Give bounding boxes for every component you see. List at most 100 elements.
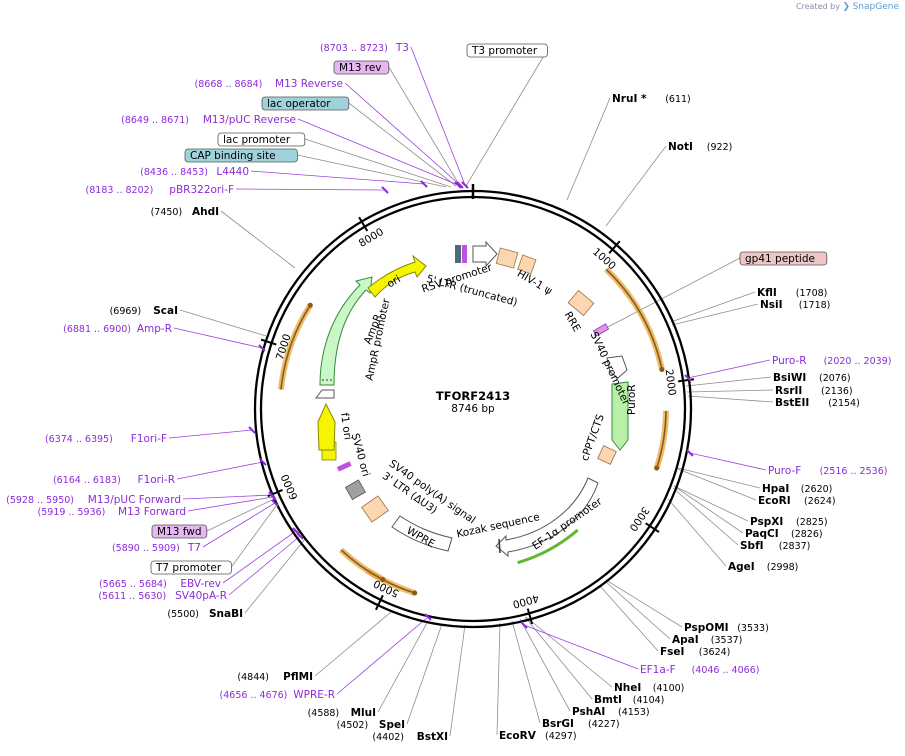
label-hiv-psi: HIV-1 ψ [515,268,554,298]
site-agei: AgeI(2998) [728,561,798,573]
primer-range: (5919 .. 5936) [38,507,106,518]
feature-puror [611,381,629,451]
site-nrui: NruI *(611) [612,93,691,105]
site-apai: ApaI(3537) [672,634,742,646]
tick-mark [260,338,277,346]
site-name: EcoRI [758,495,791,507]
site-bsrgi: BsrGI(4227) [542,718,620,730]
orf-arrowhead [380,577,386,583]
tick-mark [526,608,534,625]
primer-mark [424,613,432,621]
primer-leader [410,46,466,186]
primer-name: EBV-rev [180,578,221,590]
orf-arrowhead [659,367,665,373]
primer-name: M13 Reverse [275,78,343,90]
site-leader [685,376,772,387]
site-fsei: FseI(3624) [660,646,730,658]
primer-sv40pa-r: SV40pA-R(5611 .. 5630) [98,590,227,602]
site-position: (2154) [828,398,860,409]
primer-m13-reverse: M13 Reverse (8668 .. 8684) [195,78,343,90]
feature-box-frame [217,132,306,147]
feature-box-label: gp41 peptide [745,253,815,265]
feature-box-t7-promoter: T7 promoter [150,560,232,575]
feature-box-m13-fwd: M13 fwd [151,524,208,539]
feature-box-m13-rev: M13 rev [333,60,390,75]
site-name: BstXI [417,731,448,743]
site-leader [673,485,744,534]
label-puror: PuroR [626,384,638,415]
primer-mark [520,621,528,629]
primer-f1ori-f: F1ori-F(6374 .. 6395) [45,433,167,445]
site-bstxi: BstXI(4402) [372,731,448,743]
feature-box-frame [184,148,298,163]
primer-range: (8668 .. 8684) [195,79,263,90]
site-leader [496,622,501,736]
primer-range: (6881 .. 6900) [63,324,131,335]
primer-mark [454,181,462,189]
feature-leader [603,257,741,330]
primer-name: pBR322ori-F [169,184,234,196]
primer-leader [235,188,386,191]
site-position: (2620) [801,484,833,495]
feature-cppt [597,445,617,465]
primer-range: (8649 .. 8671) [121,115,189,126]
primer-wpre-r: WPRE-R(4656 .. 4676) [220,689,335,701]
site-name: MluI [351,707,376,719]
site-name: AgeI [728,561,755,573]
tick-label: 6000 [279,472,301,501]
site-name: AhdI [192,206,219,218]
snapgene-logo-icon: ❯ [842,2,851,12]
site-position: (4588) [308,708,340,719]
label-ef1a-promoter: EF-1α promoter [530,495,605,552]
site-nhei: NheI(4100) [614,682,684,694]
site-leader [605,579,683,628]
site-name: PspOMI [684,622,729,634]
primer-range: (6374 .. 6395) [45,434,113,445]
primer-leader [202,502,276,548]
feature-box-cap-binding-site: CAP binding site [184,148,298,163]
feature-box-frame [261,96,350,111]
feature-m13-site [336,461,352,472]
primer-mark [271,499,279,507]
primer-range: (5928 .. 5950) [6,495,74,506]
tick-mark [608,240,621,254]
feature-leader [348,102,457,187]
site-snabi: SnaBI (5500) [167,608,243,620]
feature-ltr3 [361,495,389,523]
site-leader [686,389,774,393]
primer-name: WPRE-R [293,689,335,701]
site-leader [687,395,774,403]
feature-box-lac-promoter: lac promoter [217,132,306,147]
site-position: (2076) [819,373,851,384]
tick-mark [645,522,660,533]
site-name: SnaBI [209,608,243,620]
primer-range: (8436 .. 8453) [140,167,208,178]
primer-name: T3 [395,42,409,54]
site-pflmi: PflMI(4844) [237,671,313,683]
site-bsiwi: BsiWI(2076) [773,372,851,384]
orf-arc [604,267,665,371]
site-position: (4297) [545,731,577,742]
feature-sv40-promoter [606,355,628,379]
site-position: (4153) [618,707,650,718]
site-leader [314,611,392,677]
feature-ampr [319,276,373,386]
primer-leader [222,530,297,584]
site-position: (4100) [653,683,685,694]
site-name: PflMI [283,671,313,683]
feature-box-label: lac operator [267,98,331,110]
site-position: (5500) [167,609,199,620]
site-name: NotI [668,141,693,153]
primer-m13-puc-forward: M13/pUC Forward(5928 .. 5950) [6,494,181,506]
plasmid-name: TFORF2413 [436,389,510,403]
primer-name: Puro-F [768,465,801,477]
site-position: (3624) [699,647,731,658]
site-ecori: EcoRI(2624) [758,495,836,507]
label-f1-ori: f1 ori [338,412,354,441]
site-leader [671,303,759,326]
primer-ebv-rev: EBV-rev(5665 .. 5684) [99,578,221,590]
site-kfli: KflI(1708) [757,287,827,299]
site-leader [220,210,296,269]
orf-arc-core [605,268,663,370]
primer-t3: T3(8703 .. 8723) [320,42,409,54]
